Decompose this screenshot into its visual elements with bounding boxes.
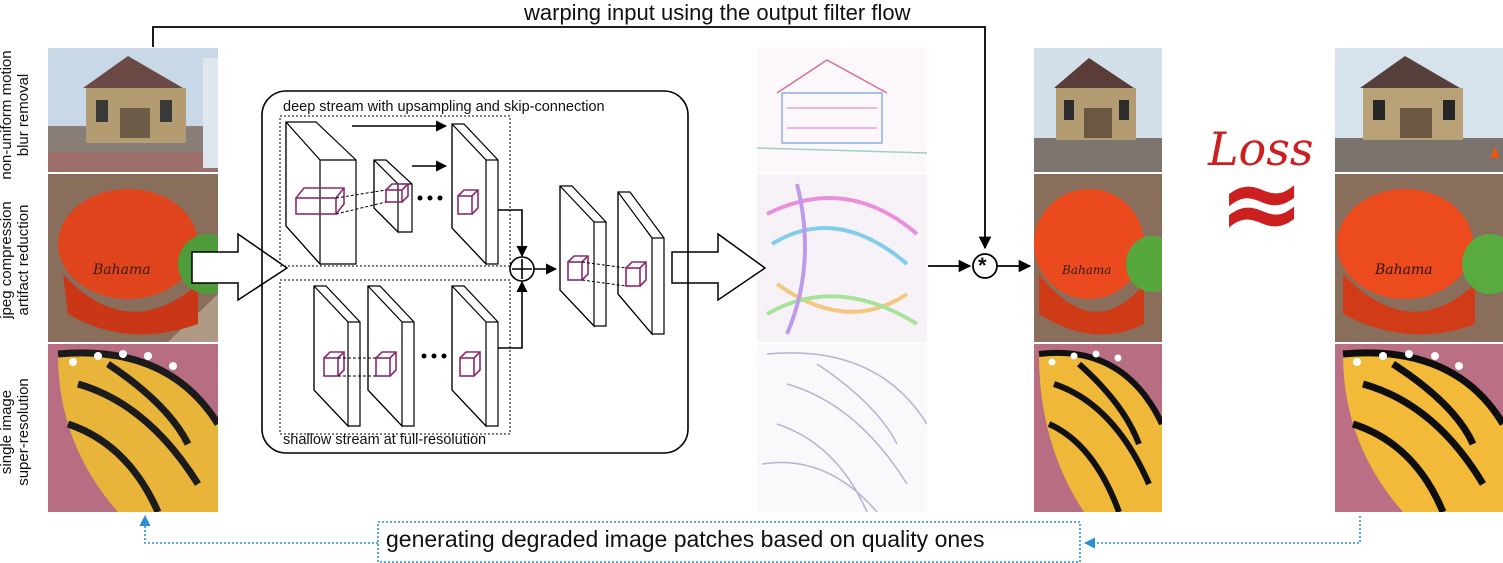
- kernel-cube-4: [323, 351, 345, 377]
- convolve-symbol: *: [978, 253, 987, 278]
- input-hollow-arrow: [191, 232, 289, 302]
- deep-stream-label: deep stream with upsampling and skip-con…: [283, 99, 605, 115]
- filter-flow-jpeg: [757, 174, 927, 342]
- feedback-arrow-left: [139, 514, 378, 544]
- top-caption: warping input using the output filter fl…: [524, 0, 911, 25]
- input-image-jpeg: Bahama: [48, 174, 218, 342]
- input-image-butterfly: [48, 344, 218, 512]
- filter-flow-butterfly: [757, 344, 927, 512]
- approx-symbol: ≈: [1218, 142, 1306, 264]
- bottom-caption: generating degraded image patches based …: [386, 526, 985, 552]
- filter-flow-blur: [757, 48, 927, 172]
- deep-block-2: [373, 159, 413, 234]
- circled-plus-icon: [509, 256, 535, 282]
- kernel-cube-1: [295, 187, 345, 215]
- input-image-blur: [48, 48, 218, 172]
- feedback-arrow-right: [1083, 516, 1361, 549]
- svg-text:Bahama: Bahama: [1374, 262, 1433, 278]
- output-image-butterfly: [1034, 344, 1162, 512]
- svg-text:Bahama: Bahama: [92, 262, 151, 278]
- loss-label: Loss: [1208, 122, 1314, 176]
- deep-stream-box: [279, 115, 511, 267]
- ground-truth-image-butterfly: [1335, 344, 1503, 512]
- flow-hollow-arrow: [671, 232, 767, 302]
- warping-arrow: [152, 26, 992, 250]
- ellipsis-deep: [417, 195, 443, 201]
- kernel-cube-5: [375, 351, 397, 377]
- kernel-cube-3: [457, 189, 479, 215]
- deep-block-1: [285, 121, 357, 266]
- bottom-caption-box: [377, 521, 1081, 563]
- svg-text:Bahama: Bahama: [1061, 263, 1111, 277]
- ellipsis-shallow: [421, 353, 447, 359]
- kernel-cube-2: [385, 183, 409, 203]
- kernel-cube-8: [625, 261, 647, 287]
- shallow-stream-label: shallow stream at full-resolution: [283, 432, 487, 448]
- output-image-jpeg: Bahama: [1034, 174, 1162, 342]
- shallow-block-1: [313, 285, 361, 428]
- kernel-cube-6: [459, 351, 481, 377]
- fused-block-2: [617, 191, 665, 336]
- output-image-blur: [1034, 48, 1162, 172]
- network-box: [261, 90, 689, 454]
- kernel-cube-7: [567, 255, 589, 281]
- ground-truth-image-jpeg: Bahama: [1335, 174, 1503, 342]
- ground-truth-image-blur: [1335, 48, 1503, 172]
